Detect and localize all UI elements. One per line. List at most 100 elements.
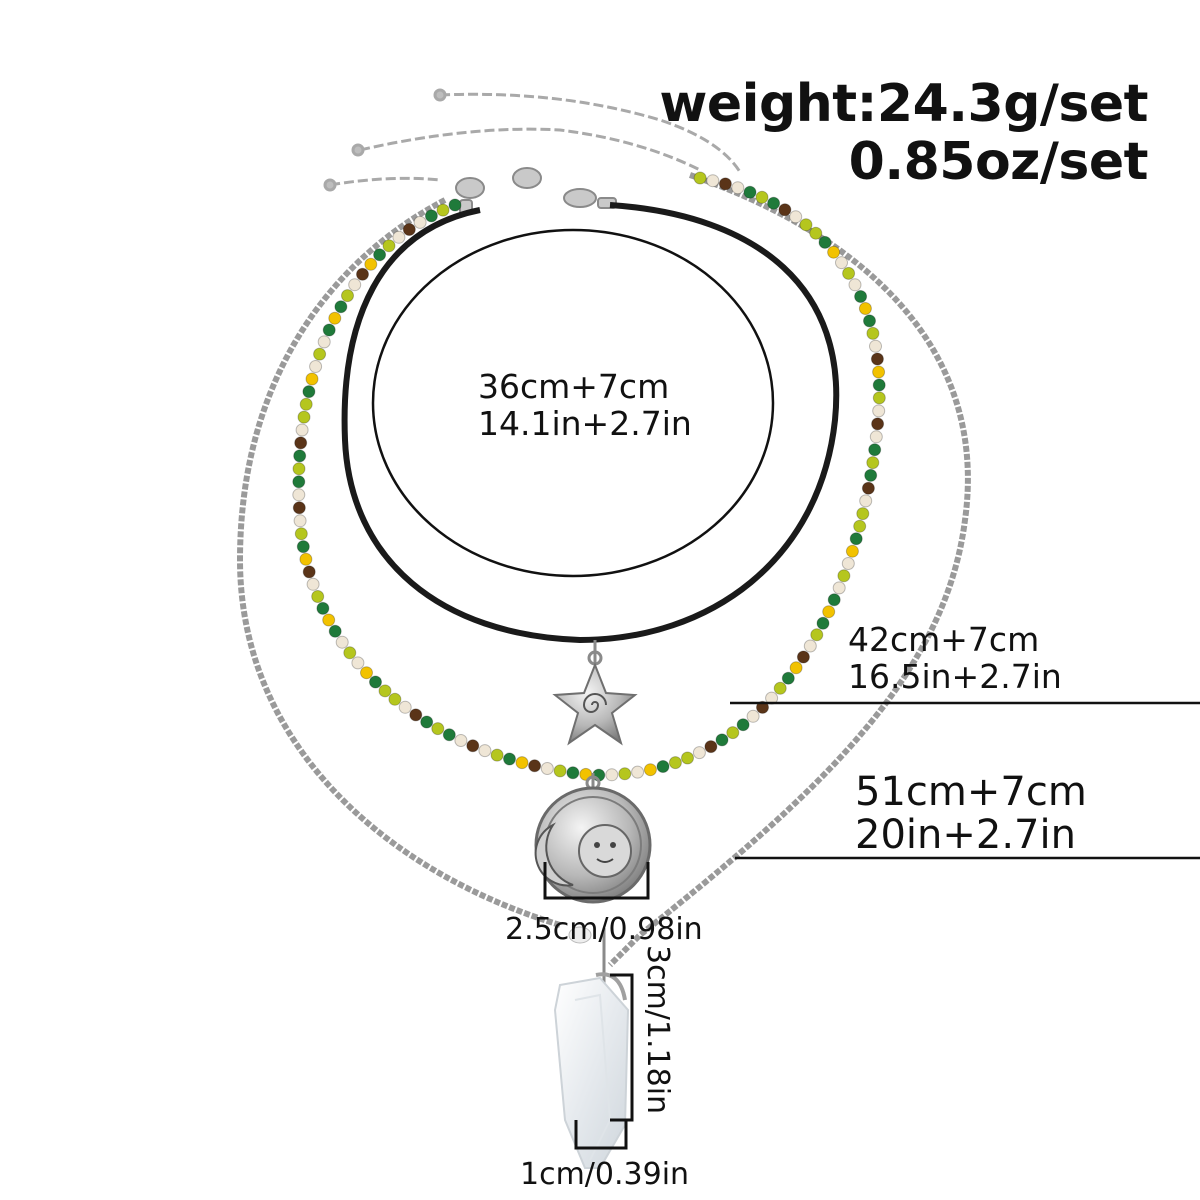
bead (816, 616, 830, 630)
bead (322, 323, 336, 337)
beaded-necklace (292, 171, 886, 782)
bead (715, 733, 729, 747)
bead (818, 235, 832, 249)
bead (409, 708, 423, 722)
bead (293, 449, 307, 463)
bead (302, 385, 316, 399)
bead (842, 266, 856, 280)
bead (540, 762, 554, 775)
bead (317, 335, 331, 349)
bead (436, 203, 450, 217)
bead (872, 365, 886, 379)
bead (870, 352, 884, 366)
chain-end-bead (351, 143, 365, 157)
bead (328, 311, 342, 325)
bead (294, 527, 308, 541)
bead (871, 417, 885, 431)
bead (692, 746, 706, 760)
extender-chain-top (439, 92, 742, 173)
bead (861, 481, 875, 495)
bead (478, 744, 492, 758)
extender-chain-middle (359, 127, 701, 172)
bead (832, 581, 846, 595)
bead (845, 544, 859, 558)
bead (364, 257, 378, 271)
beaded-length-in: 16.5in+2.7in (848, 657, 1062, 696)
bead (799, 218, 813, 232)
sun-moon-pendant (534, 773, 652, 904)
bead (872, 404, 886, 418)
bead (528, 759, 542, 773)
bead (299, 552, 313, 566)
bead (490, 748, 504, 762)
bead (442, 728, 456, 742)
bead (835, 256, 848, 270)
bead (822, 605, 836, 619)
bead (718, 177, 732, 191)
bead (706, 174, 720, 188)
bead (334, 300, 348, 314)
crystal-width-bracket (574, 1120, 628, 1150)
crystal-pendant-width: 1cm/0.39in (520, 1157, 690, 1192)
bead (316, 601, 330, 615)
bead (515, 756, 529, 770)
bead (299, 397, 313, 411)
bead (643, 763, 657, 777)
bead (398, 700, 412, 714)
chain-length-in: 20in+2.7in (855, 812, 1076, 858)
beaded-length-cm: 42cm+7cm (848, 620, 1040, 659)
bead (605, 768, 619, 782)
bead (726, 726, 740, 740)
bead (553, 764, 567, 778)
bead (731, 181, 745, 195)
bead (335, 635, 349, 649)
bead (781, 671, 795, 685)
bead (309, 360, 323, 373)
bead (869, 339, 882, 353)
bead (756, 700, 769, 714)
bead (681, 751, 694, 765)
bead (348, 278, 362, 292)
bead (293, 514, 307, 528)
clasp (563, 188, 597, 208)
bead (292, 462, 306, 476)
bead (872, 391, 886, 405)
bead (704, 740, 718, 754)
weight-ounces-label: 0.85oz/set (848, 132, 1149, 192)
bead (773, 681, 787, 695)
chain-end-bead (433, 88, 447, 102)
bead (343, 646, 357, 660)
bead (388, 692, 402, 706)
bead (864, 468, 878, 482)
bead (858, 302, 872, 315)
bead (313, 347, 327, 361)
bead (796, 650, 810, 664)
bead (869, 430, 883, 444)
bead (373, 248, 387, 262)
dimension-lines (371, 228, 1200, 1150)
lobster-clasps (455, 167, 617, 215)
bead (448, 198, 462, 212)
bead (866, 456, 880, 470)
bead (341, 289, 354, 303)
bead (369, 675, 382, 689)
bead (466, 739, 480, 753)
crystal-height-bracket (610, 973, 634, 1122)
bead (872, 378, 886, 392)
bead (356, 267, 369, 281)
bead (294, 436, 308, 450)
bead (827, 593, 841, 607)
cord-length-outline (371, 228, 775, 578)
bead (863, 314, 876, 328)
black-cord-necklace (341, 202, 840, 644)
bead (809, 226, 823, 240)
bead (668, 756, 682, 770)
crystal-pendant-height: 3cm/1.18in (640, 945, 675, 1115)
bead (292, 488, 306, 502)
bead (292, 475, 306, 489)
bead (767, 196, 781, 210)
chain-end-bead (323, 178, 337, 192)
bead (306, 577, 320, 591)
bead (302, 565, 316, 579)
bead (848, 278, 862, 292)
